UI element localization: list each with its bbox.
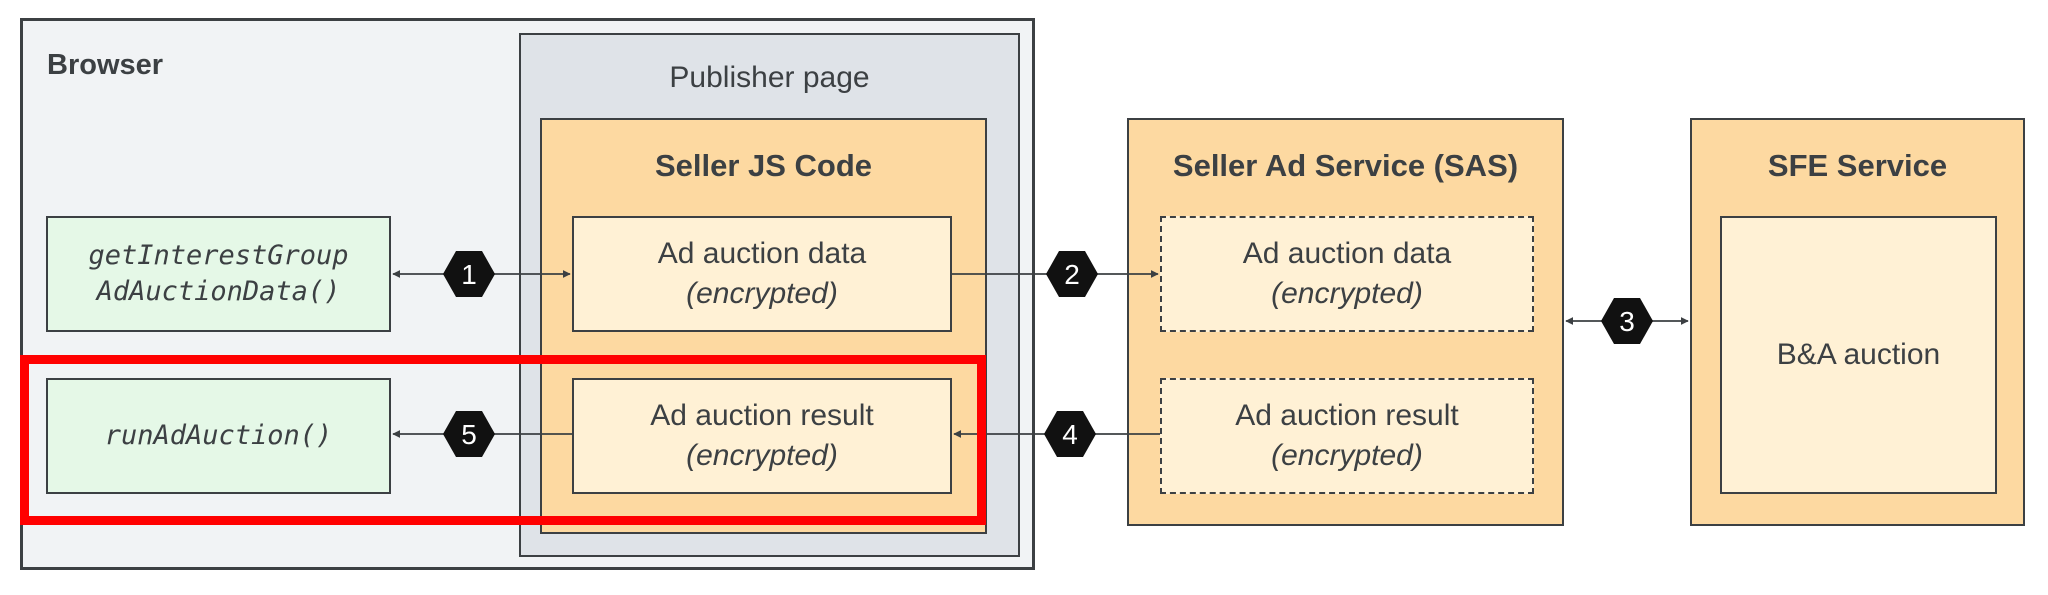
get-api-line2: AdAuctionData() (96, 276, 341, 307)
highlight-frame (20, 355, 986, 525)
svg-text:1: 1 (461, 259, 477, 290)
js-data-encrypted: (encrypted) (686, 277, 838, 310)
svg-text:3: 3 (1619, 306, 1635, 337)
step-badge-3: 3 (1601, 298, 1653, 344)
sas-data-encrypted: (encrypted) (1271, 277, 1423, 310)
sas-result-label: Ad auction result (1235, 399, 1459, 432)
get-interest-group-api-box: getInterestGroup AdAuctionData() (46, 216, 391, 332)
seller-js-code-title: Seller JS Code (654, 148, 873, 183)
js-result-label: Ad auction result (650, 399, 874, 432)
js-ad-auction-result-box: Ad auction result (encrypted) (572, 378, 952, 494)
seller-ad-service-title: Seller Ad Service (SAS) (1172, 148, 1519, 183)
ba-auction-box: B&A auction (1720, 216, 1997, 494)
svg-text:5: 5 (461, 419, 477, 450)
sas-ad-auction-result-box: Ad auction result (encrypted) (1160, 378, 1534, 494)
js-data-label: Ad auction data (657, 237, 867, 270)
ba-auction-label: B&A auction (1776, 338, 1941, 371)
sas-result-encrypted: (encrypted) (1271, 439, 1423, 472)
sas-ad-auction-data-box: Ad auction data (encrypted) (1160, 216, 1534, 332)
js-ad-auction-data-box: Ad auction data (encrypted) (572, 216, 952, 332)
run-ad-auction-api-box: runAdAuction() (46, 378, 391, 494)
step-badge-5: 5 (443, 411, 495, 457)
svg-text:4: 4 (1062, 419, 1078, 450)
step-badge-4: 4 (1044, 411, 1096, 457)
get-api-line1: getInterestGroup (88, 240, 349, 271)
js-result-encrypted: (encrypted) (686, 439, 838, 472)
step-badge-2: 2 (1046, 251, 1098, 297)
publisher-page-title: Publisher page (669, 61, 870, 94)
step-badge-1: 1 (443, 251, 495, 297)
svg-text:2: 2 (1064, 259, 1080, 290)
sfe-service-title: SFE Service (1767, 148, 1948, 183)
browser-title: Browser (47, 49, 164, 81)
run-api-label: runAdAuction() (104, 420, 333, 451)
sas-data-label: Ad auction data (1242, 237, 1452, 270)
